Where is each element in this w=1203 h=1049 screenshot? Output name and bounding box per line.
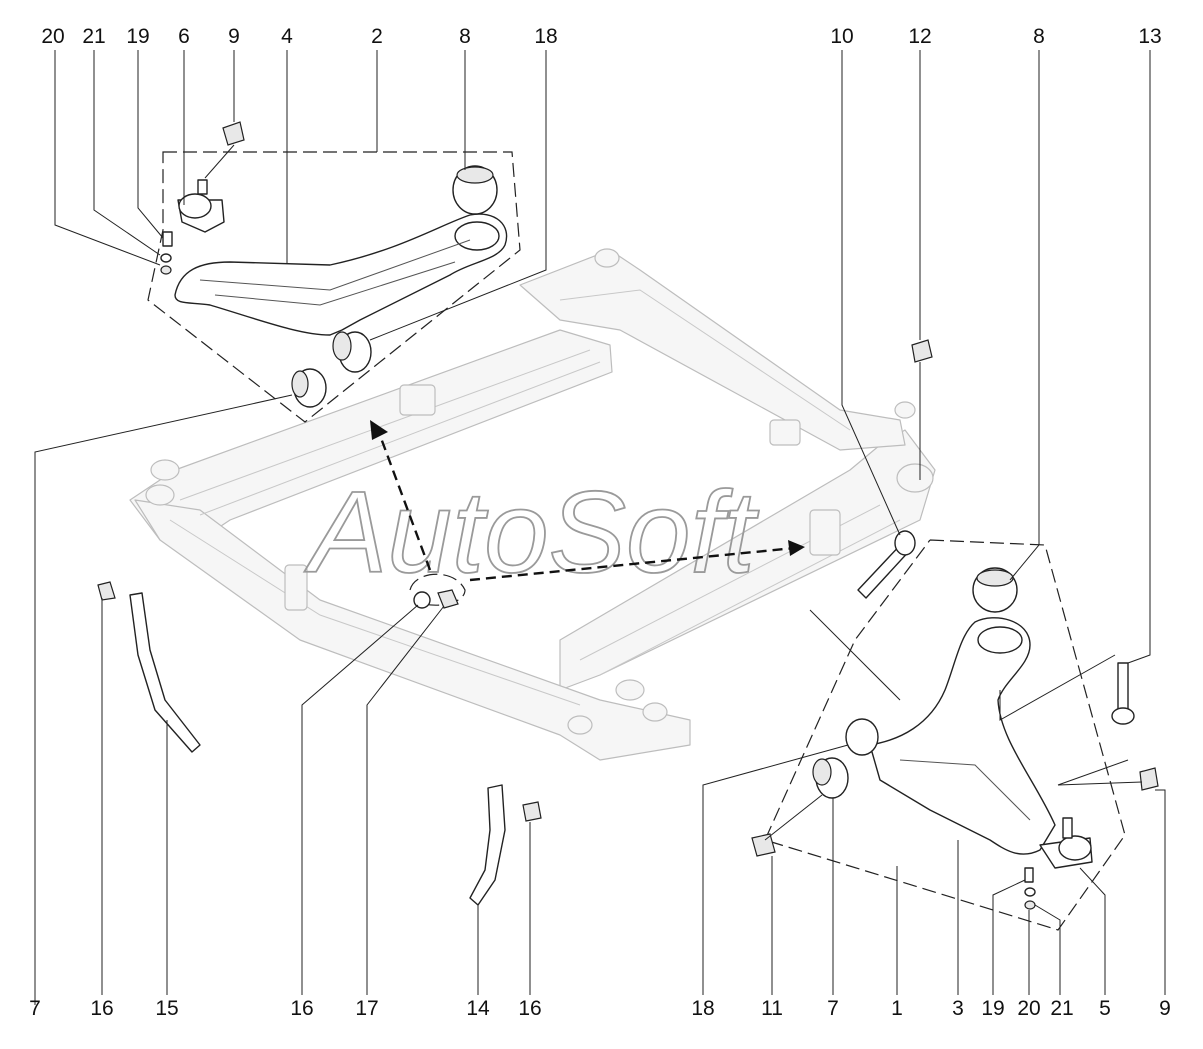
callout-9: 9 xyxy=(228,25,240,48)
callout-18: 18 xyxy=(691,997,714,1020)
callout-7: 7 xyxy=(827,997,839,1020)
watermark-text: AutoSoft xyxy=(304,467,760,597)
callout-14: 14 xyxy=(466,997,490,1020)
left-control-arm xyxy=(160,121,508,408)
callout-19: 19 xyxy=(981,997,1004,1020)
callout-8: 8 xyxy=(1033,25,1045,48)
leader-lines xyxy=(34,50,1166,1005)
callout-13: 13 xyxy=(1138,25,1161,48)
callout-7: 7 xyxy=(29,997,41,1020)
callout-1: 1 xyxy=(891,997,903,1020)
callout-5: 5 xyxy=(1099,997,1111,1020)
callout-20: 20 xyxy=(1017,997,1040,1020)
callout-16: 16 xyxy=(518,997,541,1020)
callout-6: 6 xyxy=(178,25,190,48)
callout-10: 10 xyxy=(830,25,853,48)
right-control-arm xyxy=(751,339,1159,910)
callout-19: 19 xyxy=(126,25,149,48)
callout-12: 12 xyxy=(908,25,931,48)
assembly-outlines xyxy=(147,151,1126,931)
callout-4: 4 xyxy=(281,25,293,48)
callout-15: 15 xyxy=(155,997,178,1020)
callout-20: 20 xyxy=(41,25,64,48)
callout-8: 8 xyxy=(459,25,471,48)
ball-joint-left xyxy=(177,179,225,233)
callout-21: 21 xyxy=(82,25,105,48)
callout-3: 3 xyxy=(952,997,964,1020)
installation-arrows xyxy=(370,420,805,582)
callout-16: 16 xyxy=(90,997,113,1020)
callout-21: 21 xyxy=(1050,997,1073,1020)
callout-16: 16 xyxy=(290,997,313,1020)
callout-2: 2 xyxy=(371,25,383,48)
callout-9: 9 xyxy=(1159,997,1171,1020)
ball-joint-right xyxy=(1039,817,1093,869)
callout-11: 11 xyxy=(761,997,783,1020)
loose-parts xyxy=(97,581,542,906)
callout-17: 17 xyxy=(355,997,378,1020)
callout-18: 18 xyxy=(534,25,557,48)
subframe-assembly xyxy=(129,248,936,761)
callout-labels: 20 21 19 6 9 4 2 8 18 10 12 8 13 7 16 15… xyxy=(29,25,1171,1020)
